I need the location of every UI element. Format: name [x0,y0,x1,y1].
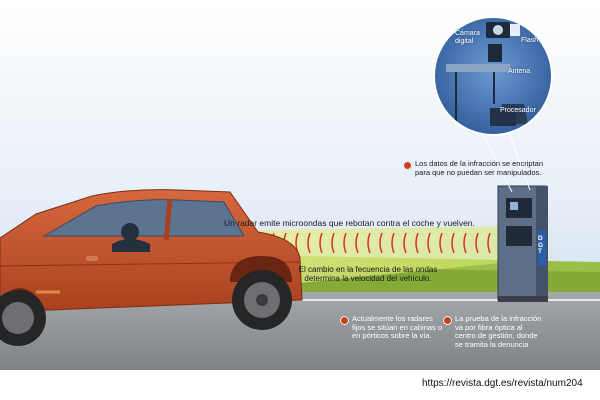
car [0,189,303,346]
encryption-callout: Los datos de la infracción se encriptan … [403,159,543,177]
bullet-dot [340,316,349,325]
road [0,292,600,370]
evidence-callout: La prueba de la infracción va por fibra … [443,314,542,350]
source-url: https://revista.dgt.es/revista/num204 [422,378,583,389]
encryption-text: Los datos de la infracción se encriptan … [415,159,543,177]
flash-label: Flash [521,37,539,44]
radar-caption: Un radar emite microondas que rebotan co… [224,218,475,228]
bullet-dot [443,316,452,325]
illustration-scene [0,0,600,370]
radar-cabin [497,185,548,302]
processor-label: Procesador [500,107,536,114]
inset-detail [433,16,553,193]
antenna-label: Antena [508,68,531,75]
evidence-text: La prueba de la infracción va por fibra … [455,314,542,349]
camera-label: Cámara digital [455,30,480,45]
fixed-radars-text: Actualmente los radares fijos se sitúan … [352,314,443,341]
bullet-dot [403,161,412,170]
dgt-sign: DGT [538,235,544,255]
frequency-caption: El cambio en la fecuencia de las ondas d… [298,265,438,284]
fixed-radars-callout: Actualmente los radares fijos se sitúan … [340,314,443,341]
